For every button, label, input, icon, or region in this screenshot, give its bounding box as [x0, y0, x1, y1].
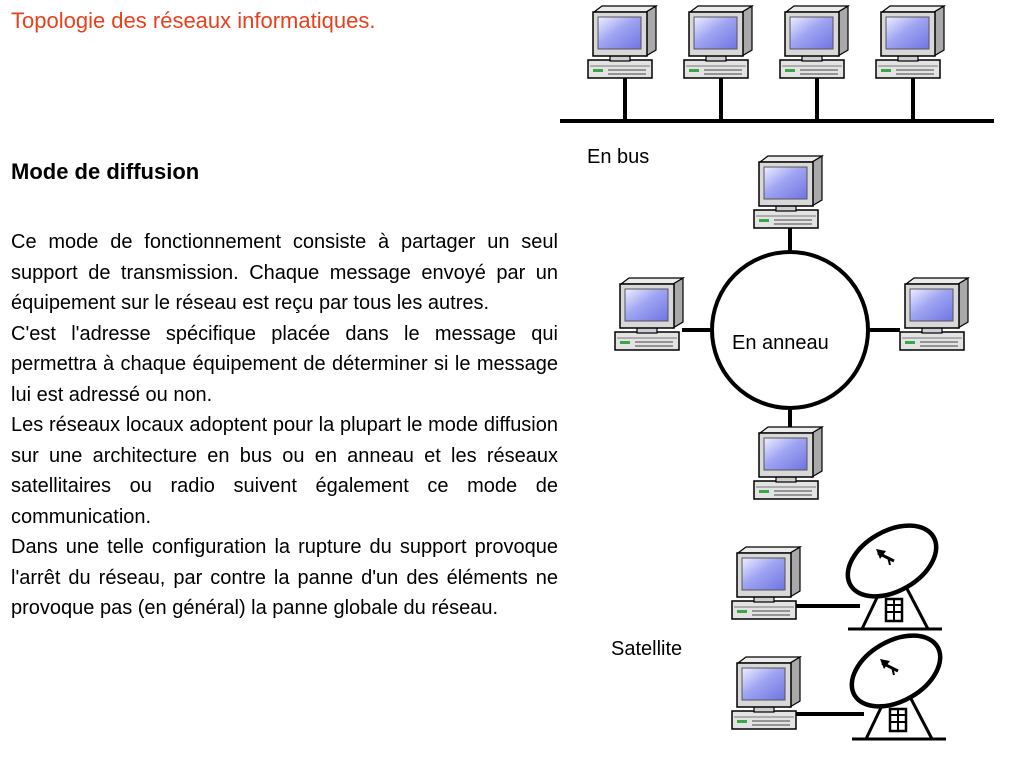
computer-icon: [753, 155, 823, 229]
ring-label: En anneau: [732, 332, 829, 354]
computer-icon: [753, 426, 823, 500]
satellite-dish-icon: [835, 511, 948, 629]
paragraph-2: C'est l'adresse spécifique placée dans l…: [11, 322, 558, 406]
computer-icon: [683, 5, 753, 79]
computer-icon: [899, 277, 969, 351]
bus-label: En bus: [587, 146, 649, 168]
satellite-label: Satellite: [611, 638, 682, 660]
computer-icon: [587, 5, 657, 79]
computer-icon: [614, 277, 684, 351]
paragraph-4: Dans une telle configuration la rupture …: [11, 536, 558, 619]
page-title: Topologie des réseaux informatiques.: [11, 8, 376, 33]
computer-icon: [731, 656, 801, 730]
paragraph-3: Les réseaux locaux adoptent pour la plup…: [11, 414, 558, 528]
satellite-topology: Satellite: [611, 511, 953, 739]
section-heading: Mode de diffusion: [11, 159, 200, 184]
computer-icon: [875, 5, 945, 79]
paragraph-1: Ce mode de fonctionnement consiste à par…: [11, 231, 558, 314]
bus-topology: En bus: [560, 5, 994, 168]
ring-topology: En anneau: [614, 155, 969, 500]
computer-icon: [779, 5, 849, 79]
satellite-dish-icon: [839, 621, 952, 739]
body-text: Ce mode de fonctionnement consiste à par…: [11, 227, 558, 624]
computer-icon: [731, 546, 801, 620]
ring-circle: [710, 250, 870, 410]
